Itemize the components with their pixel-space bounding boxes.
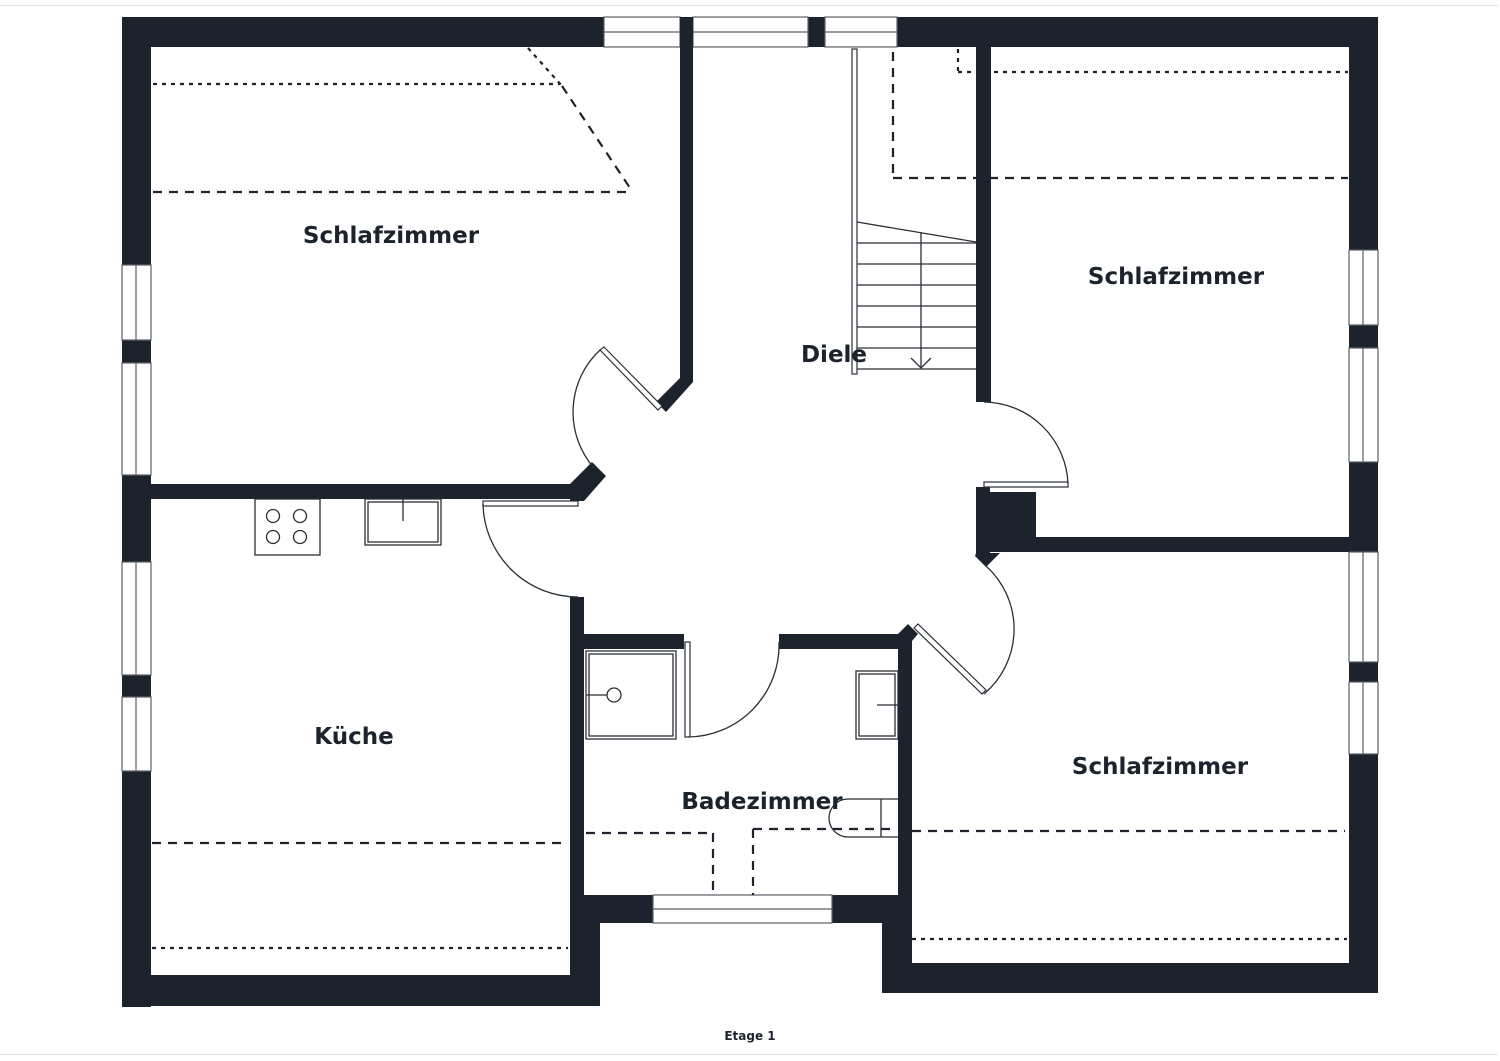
floor-label: Etage 1 xyxy=(724,1029,776,1043)
room-label-schlafzimmer-ne: Schlafzimmer xyxy=(1087,264,1265,290)
room-label-badezimmer: Badezimmer xyxy=(681,789,843,815)
staircase xyxy=(851,48,977,375)
washbasin-icon xyxy=(855,670,899,740)
room-label-diele: Diele xyxy=(800,342,868,368)
windows xyxy=(121,16,1379,924)
stove-icon xyxy=(254,498,321,556)
room-label-schlafzimmer-nw: Schlafzimmer xyxy=(302,223,480,249)
page-frame xyxy=(0,5,1498,1055)
shower-icon xyxy=(585,650,677,740)
kitchen-sink-icon xyxy=(364,498,442,546)
outer-walls xyxy=(122,17,1378,1007)
doors xyxy=(482,346,1069,738)
room-label-kueche: Küche xyxy=(314,724,394,750)
inner-walls xyxy=(151,17,1349,895)
sloped-ceiling-lines xyxy=(152,47,1348,950)
toilet-icon xyxy=(828,798,898,838)
room-label-schlafzimmer-se: Schlafzimmer xyxy=(1071,754,1249,780)
